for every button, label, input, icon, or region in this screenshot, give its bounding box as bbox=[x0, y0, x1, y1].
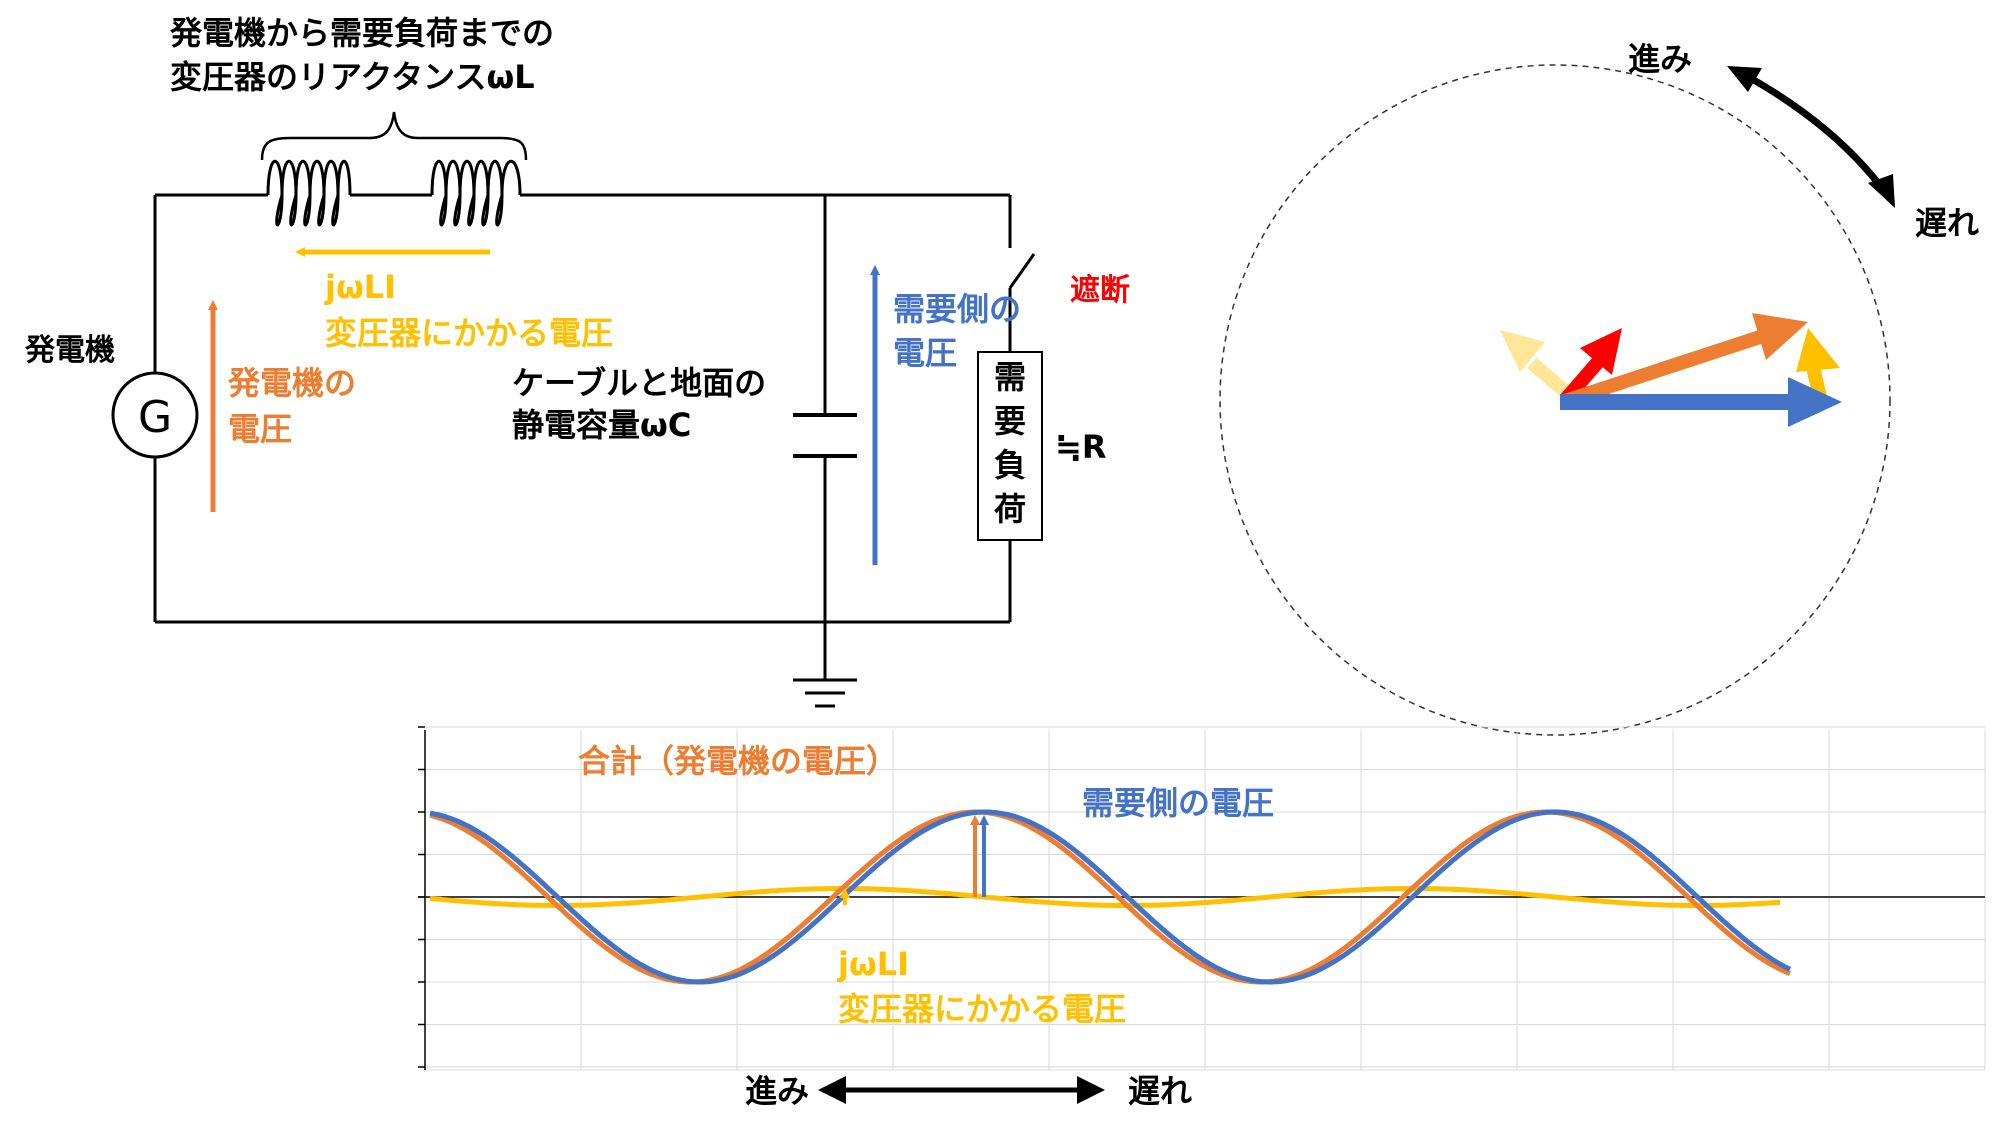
load-char-3: 負 bbox=[994, 446, 1026, 484]
phasor-diagram: 進み 遅れ bbox=[1219, 40, 1979, 736]
phasor-yellow-head bbox=[1796, 328, 1840, 372]
waveform-chart bbox=[418, 726, 1986, 1071]
phasor-orange-shaft bbox=[1559, 330, 1763, 409]
wave-lag-label: 遅れ bbox=[1128, 1072, 1192, 1110]
lead-arrowhead bbox=[1727, 66, 1762, 92]
cutoff-label: 遮断 bbox=[1070, 273, 1130, 308]
coil-left bbox=[266, 160, 352, 227]
series-line-demand bbox=[429, 809, 1792, 985]
demand-voltage-line1: 需要側の bbox=[893, 290, 1021, 328]
phasor-orange-head bbox=[1752, 313, 1808, 360]
wave-demand-label: 需要側の電圧 bbox=[1082, 784, 1274, 822]
circuit-diagram bbox=[111, 111, 1043, 708]
wave-lead-arrowhead bbox=[818, 1076, 846, 1104]
gen-voltage-line2: 電圧 bbox=[228, 410, 292, 448]
generator-label: 発電機 bbox=[24, 333, 115, 368]
phasor-light-yellow-head bbox=[1500, 330, 1545, 372]
cable-label-line1: ケーブルと地面の bbox=[512, 364, 766, 402]
lag-arrowhead bbox=[1868, 174, 1895, 208]
reactance-brace bbox=[260, 111, 528, 161]
waveform-grid bbox=[425, 726, 1986, 1071]
jwli-label-line1: jωLI bbox=[323, 268, 396, 306]
demand-voltage-line2: 電圧 bbox=[893, 334, 957, 372]
reactance-label-line1: 発電機から需要負荷までの bbox=[169, 14, 554, 52]
wave-total-label: 合計（発電機の電圧） bbox=[578, 742, 898, 780]
series-line-jwli bbox=[429, 886, 1781, 908]
load-char-2: 要 bbox=[994, 402, 1026, 440]
lead-lag-arc bbox=[1743, 71, 1888, 195]
phasor-lag-label: 遅れ bbox=[1915, 204, 1979, 242]
approx-r-label: ≒R bbox=[1055, 428, 1106, 466]
gen-voltage-line1: 発電機の bbox=[227, 364, 356, 402]
wave-lag-arrowhead bbox=[1077, 1076, 1105, 1104]
generator-circle bbox=[111, 371, 199, 459]
switch-blade bbox=[1008, 253, 1036, 289]
phasor-blue-head bbox=[1788, 377, 1842, 427]
cable-label-line2: 静電容量ωC bbox=[512, 406, 691, 444]
jwli-label-line2: 変圧器にかかる電圧 bbox=[325, 314, 613, 352]
generator-symbol: G bbox=[138, 392, 172, 443]
phasor-red-head bbox=[1580, 328, 1622, 375]
load-char-4: 荷 bbox=[994, 490, 1026, 528]
wave-jwli-line1: jωLI bbox=[836, 945, 909, 983]
load-char-1: 需 bbox=[994, 358, 1026, 396]
coil-right bbox=[430, 160, 522, 227]
wave-lead-label: 進み bbox=[745, 1072, 809, 1110]
phasor-circle bbox=[1219, 64, 1891, 736]
wave-jwli-line2: 変圧器にかかる電圧 bbox=[838, 990, 1126, 1028]
reactance-label-line2: 変圧器のリアクタンスωL bbox=[170, 58, 535, 96]
phasor-lead-label: 進み bbox=[1628, 40, 1692, 78]
